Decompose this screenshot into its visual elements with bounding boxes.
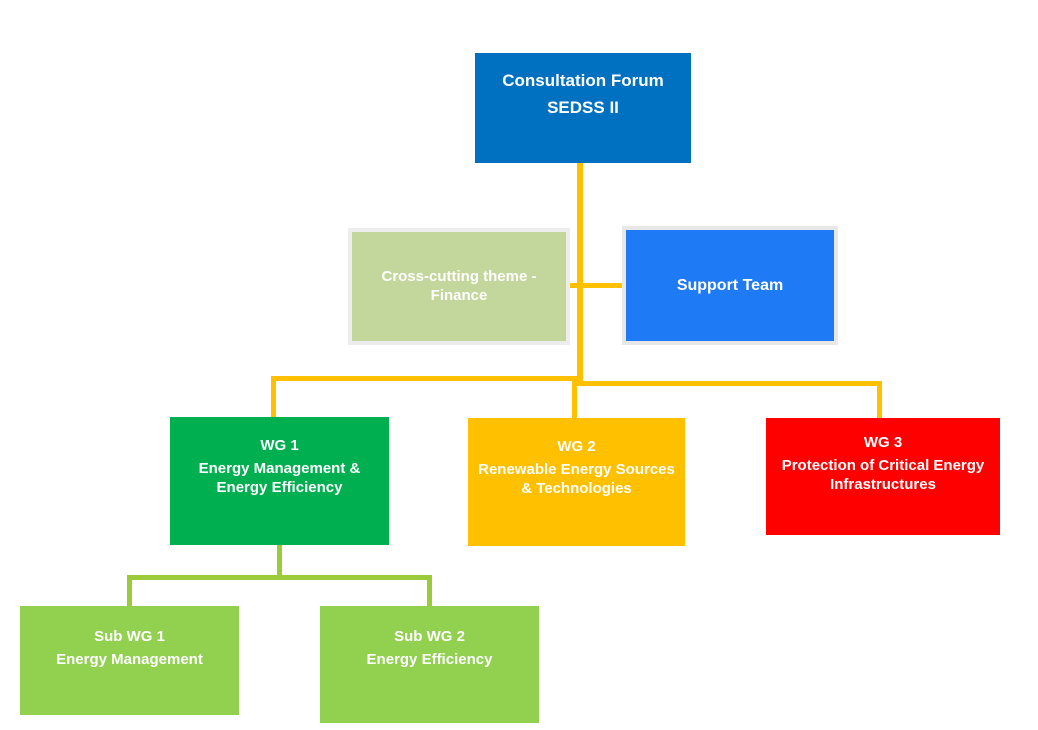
- connector-subgroup-bar: [127, 575, 432, 580]
- node-cross-cutting-theme-finance[interactable]: Cross-cutting theme - Finance: [348, 228, 570, 345]
- node-sub-wg1[interactable]: Sub WG 1 Energy Management: [20, 606, 239, 715]
- connector-drop-to-wg1: [271, 376, 276, 418]
- connector-workinggroup-bar-right: [577, 381, 882, 386]
- node-sub-wg2-title: Sub WG 2: [394, 628, 465, 645]
- node-consultation-forum-title: Consultation Forum: [502, 71, 664, 90]
- node-wg1-subtitle: Energy Management & Energy Efficiency: [198, 460, 361, 496]
- node-wg2-title: WG 2: [557, 438, 596, 455]
- node-sub-wg2[interactable]: Sub WG 2 Energy Efficiency: [320, 606, 539, 723]
- node-sub-wg1-subtitle: Energy Management: [56, 651, 203, 669]
- node-sub-wg2-subtitle: Energy Efficiency: [366, 651, 493, 669]
- node-sub-wg1-title: Sub WG 1: [94, 628, 165, 645]
- node-wg1-title: WG 1: [260, 437, 299, 454]
- connector-forum-to-workinggroups: [577, 163, 583, 383]
- node-wg1[interactable]: WG 1 Energy Management & Energy Efficien…: [170, 417, 389, 545]
- connector-workinggroup-bar-left: [271, 376, 582, 381]
- node-support-team[interactable]: Support Team: [622, 226, 838, 345]
- node-wg3-subtitle: Protection of Critical Energy Infrastruc…: [781, 457, 985, 493]
- node-support-team-title: Support Team: [676, 276, 784, 294]
- connector-drop-to-sub-wg2: [427, 575, 432, 607]
- node-wg2-subtitle: Renewable Energy Sources & Technologies: [478, 461, 675, 497]
- connector-crosscutting-to-supportteam: [565, 283, 627, 288]
- connector-wg1-to-subgroups: [277, 545, 282, 578]
- connector-drop-to-sub-wg1: [127, 575, 132, 607]
- node-consultation-forum-subtitle: SEDSS II: [547, 97, 619, 117]
- connector-drop-to-wg3: [877, 381, 882, 418]
- node-cross-cutting-theme-title: Cross-cutting theme - Finance: [381, 268, 537, 304]
- node-consultation-forum[interactable]: Consultation Forum SEDSS II: [475, 53, 691, 163]
- connector-drop-to-wg2: [572, 381, 577, 418]
- node-wg2[interactable]: WG 2 Renewable Energy Sources & Technolo…: [468, 418, 685, 546]
- node-wg3-title: WG 3: [863, 434, 903, 451]
- node-wg3[interactable]: WG 3 Protection of Critical Energy Infra…: [766, 418, 1000, 535]
